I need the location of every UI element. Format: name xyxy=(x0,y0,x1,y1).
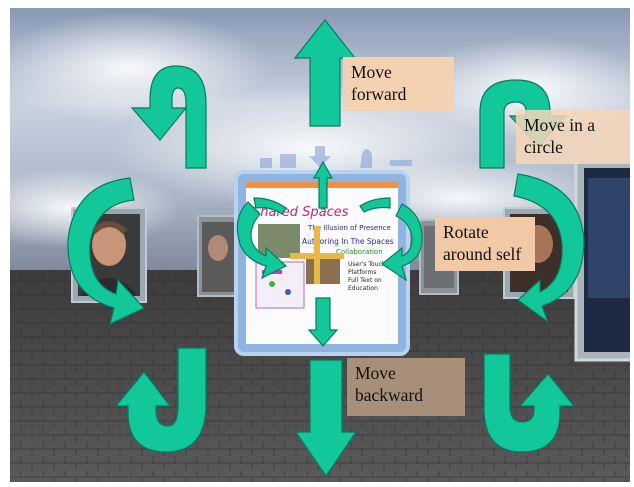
turn-right-down-arrow[interactable] xyxy=(483,353,576,453)
toolbar-hand-icon[interactable] xyxy=(360,149,372,168)
toolbar-minus-icon[interactable] xyxy=(390,160,412,166)
rotate-left-arc[interactable] xyxy=(253,197,287,215)
move-backward-label-line1: Move xyxy=(355,363,396,383)
move-in-circle-label-line1: Move in a xyxy=(524,115,595,135)
rotate-right-arc[interactable] xyxy=(359,197,391,213)
poster-photo-left xyxy=(258,224,300,258)
poster-subtitle-3: Collaboration xyxy=(336,248,383,256)
rotate-right-arrow[interactable] xyxy=(380,203,423,282)
move-in-circle-label-line2: circle xyxy=(524,137,563,157)
poster-side-3: Full Text on xyxy=(348,277,382,284)
toolbar-people-icon[interactable] xyxy=(280,154,296,168)
turn-left-up-arrow[interactable] xyxy=(130,65,207,169)
toolbar-down-icon[interactable] xyxy=(309,146,331,168)
poster-side-2: Platforms xyxy=(348,269,376,276)
move-forward-label-line1: Move xyxy=(351,62,392,82)
small-backward-arrow[interactable] xyxy=(307,297,339,347)
move-backward-arrow[interactable] xyxy=(294,359,358,478)
crosshair-marker xyxy=(290,226,344,284)
rotate-label-line1: Rotate xyxy=(443,222,489,242)
move-circle-right-arrow[interactable] xyxy=(513,173,585,324)
move-backward-label: Move backward xyxy=(347,358,465,416)
move-backward-label-line2: backward xyxy=(355,385,424,405)
small-forward-arrow[interactable] xyxy=(312,160,334,209)
poster-side-1: User's Touch xyxy=(348,261,386,268)
move-forward-label-line2: forward xyxy=(351,84,407,104)
3d-scene: Shared Spaces The Illusion of Presence A… xyxy=(10,8,630,482)
poster-side-4: Education xyxy=(348,285,378,292)
rotate-left-arrow[interactable] xyxy=(236,201,288,280)
toolbar xyxy=(260,146,412,168)
rotate-label-line2: around self xyxy=(443,244,522,264)
turn-left-down-arrow[interactable] xyxy=(114,347,207,453)
toolbar-left-icon[interactable] xyxy=(260,158,272,168)
inner-left-panel[interactable] xyxy=(197,215,239,297)
rotate-around-self-label: Rotate around self xyxy=(435,217,535,271)
move-forward-label: Move forward xyxy=(343,57,454,111)
move-forward-arrow[interactable] xyxy=(293,19,357,127)
virtual-world-viewport[interactable]: Shared Spaces The Illusion of Presence A… xyxy=(10,8,630,482)
move-circle-left-arrow[interactable] xyxy=(67,177,145,326)
poster-subtitle-2: Authoring In The Spaces xyxy=(302,237,394,246)
poster-subtitle-1: The Illusion of Presence xyxy=(307,224,391,232)
move-in-circle-label: Move in a circle xyxy=(516,110,630,164)
far-right-screen[interactable] xyxy=(574,158,630,362)
poster-photo-center xyxy=(306,258,340,284)
